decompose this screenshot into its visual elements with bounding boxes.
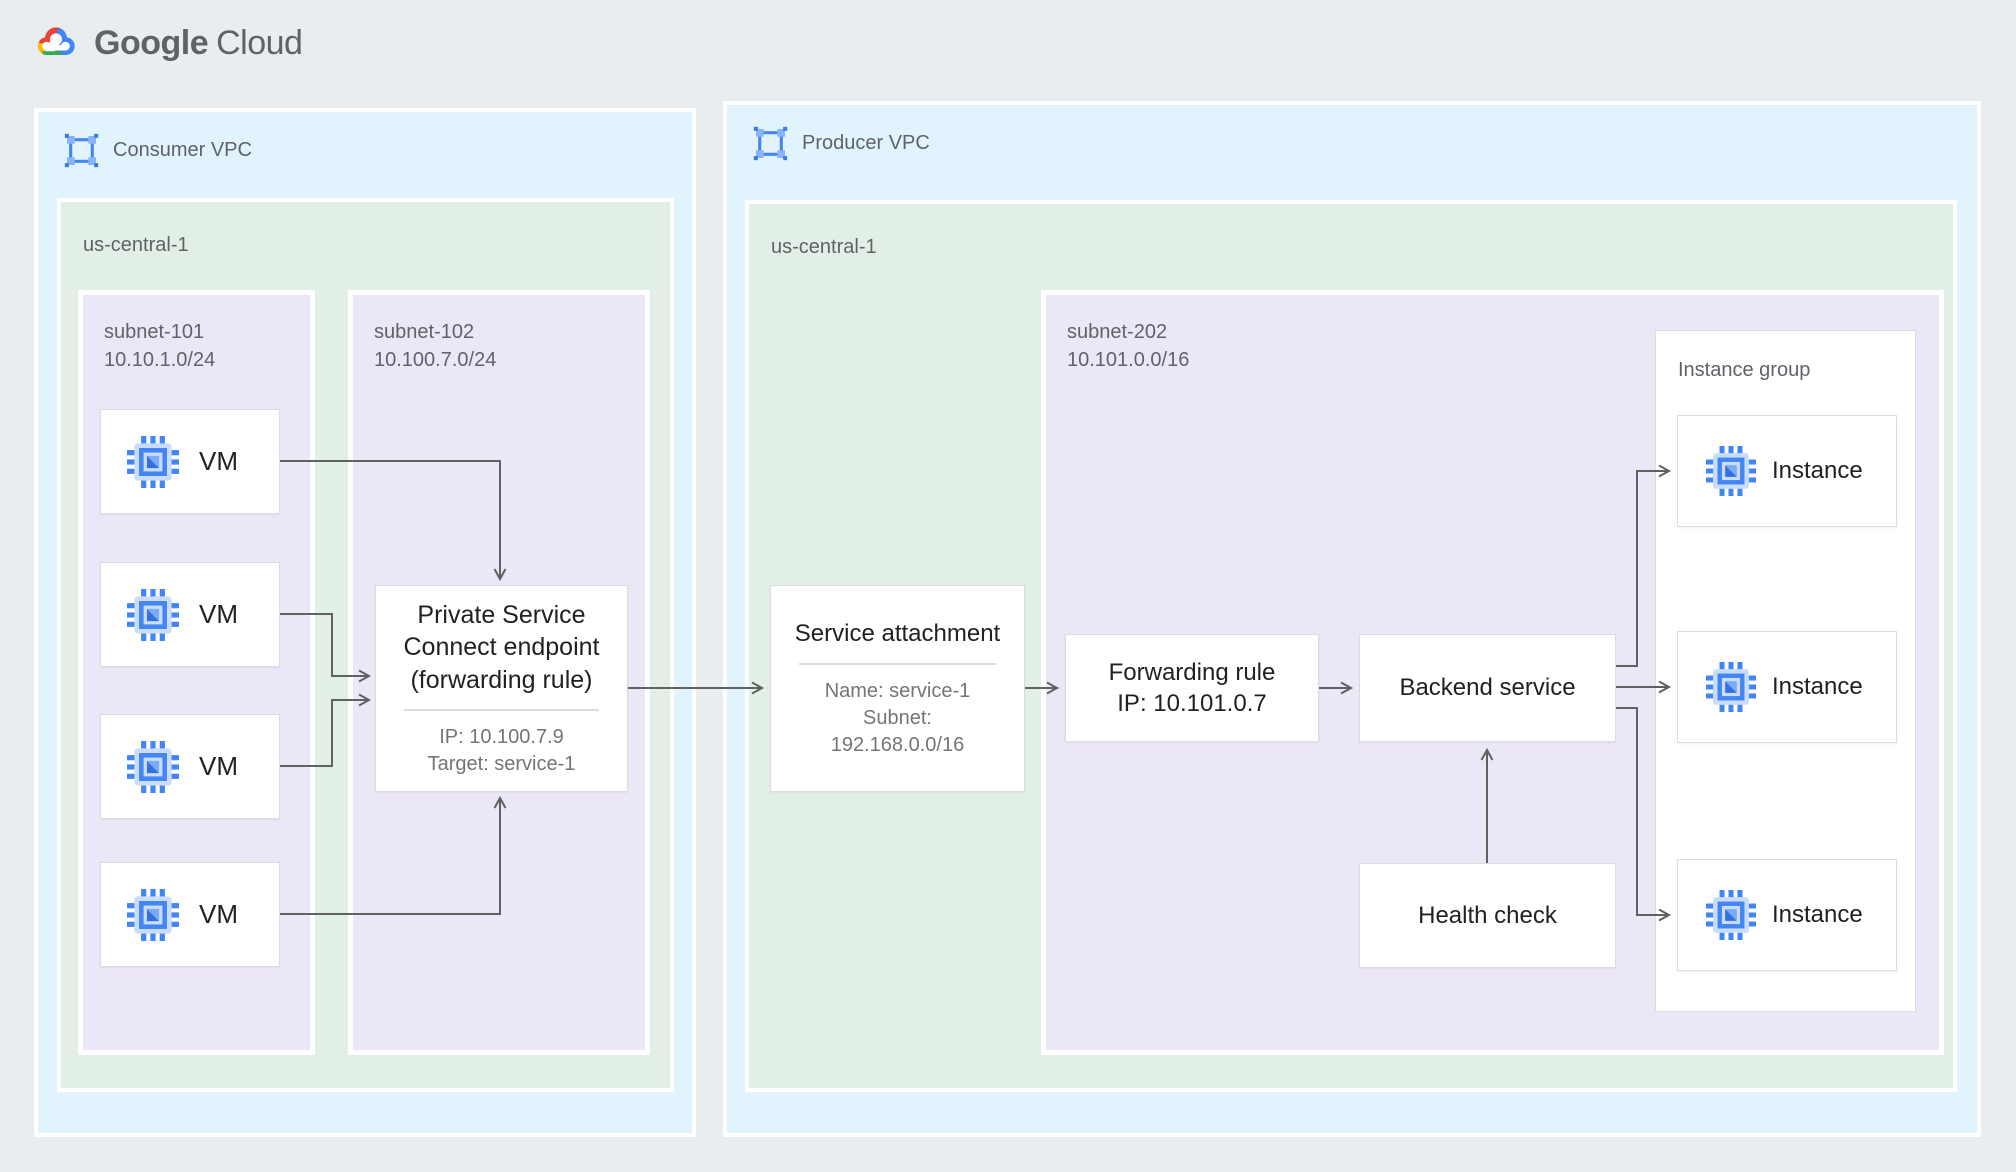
subnet-101-name: subnet-101 [104, 321, 205, 343]
google-cloud-icon [37, 27, 75, 55]
instance-label: Instance [1772, 901, 1863, 928]
forwarding-rule-node: Forwarding rule IP: 10.101.0.7 [1065, 634, 1319, 742]
vpc-icon [63, 132, 100, 169]
subnet-202-label: subnet-202 10.101.0.0/16 [1046, 295, 1939, 374]
compute-engine-icon [127, 436, 179, 488]
service-attachment-node: Service attachment Name: service-1 Subne… [770, 585, 1025, 792]
psc-title-line-2: Connect endpoint [403, 633, 600, 662]
instance-group-label: Instance group [1678, 359, 1811, 381]
subnet-202-name: subnet-202 [1067, 321, 1168, 343]
forwarding-rule-ip: IP: 10.101.0.7 [1117, 690, 1267, 717]
vm-node-2: VM [100, 562, 280, 667]
psc-endpoint-details: IP: 10.100.7.9 Target: service-1 [428, 724, 576, 778]
service-attachment-subnet-word: Subnet: [863, 706, 932, 729]
psc-title-line-1: Private Service [417, 600, 586, 629]
backend-service-title: Backend service [1399, 674, 1576, 702]
psc-endpoint-node: Private Service Connect endpoint (forwar… [375, 585, 628, 792]
instance-label: Instance [1772, 457, 1863, 484]
vm-label: VM [199, 599, 238, 629]
wordmark-google: Google [94, 23, 209, 62]
instance-node-3: Instance [1677, 859, 1897, 971]
producer-vpc-label: Producer VPC [802, 132, 930, 154]
backend-service-node: Backend service [1359, 634, 1616, 742]
service-attachment-title: Service attachment [794, 620, 1001, 648]
service-attachment-name: Name: service-1 [824, 679, 971, 702]
instance-node-1: Instance [1677, 415, 1897, 527]
health-check-title: Health check [1418, 901, 1557, 929]
consumer-region-label: us-central-1 [83, 234, 189, 256]
instance-node-2: Instance [1677, 631, 1897, 743]
vm-label: VM [199, 751, 238, 781]
compute-engine-icon [1706, 446, 1756, 496]
health-check-node: Health check [1359, 863, 1616, 968]
psc-title-line-3: (forwarding rule) [410, 665, 593, 694]
subnet-202-cidr: 10.101.0.0/16 [1067, 348, 1190, 371]
instance-label: Instance [1772, 673, 1863, 700]
vpc-icon [752, 125, 789, 162]
psc-endpoint-title: Private Service Connect endpoint (forwar… [404, 599, 600, 697]
service-attachment-subnet-cidr: 192.168.0.0/16 [830, 733, 965, 756]
compute-engine-icon [1706, 890, 1756, 940]
producer-vpc-header: Producer VPC [727, 105, 1977, 162]
producer-region-label: us-central-1 [771, 236, 877, 258]
wordmark-cloud: Cloud [216, 23, 303, 62]
subnet-102-label: subnet-102 10.100.7.0/24 [353, 295, 645, 374]
subnet-102-cidr: 10.100.7.0/24 [374, 348, 497, 371]
forwarding-rule-title: Forwarding rule [1108, 658, 1276, 686]
vm-label: VM [199, 446, 238, 476]
psc-target: Target: service-1 [427, 753, 576, 776]
subnet-101-cidr: 10.10.1.0/24 [104, 348, 216, 371]
vm-node-4: VM [100, 862, 280, 967]
divider [798, 662, 997, 665]
subnet-102-name: subnet-102 [374, 321, 475, 343]
subnet-101-label: subnet-101 10.10.1.0/24 [83, 295, 310, 374]
service-attachment-details: Name: service-1 Subnet: 192.168.0.0/16 [825, 678, 971, 759]
vm-node-3: VM [100, 714, 280, 819]
compute-engine-icon [1706, 662, 1756, 712]
divider [403, 709, 600, 712]
consumer-vpc-label: Consumer VPC [113, 139, 252, 161]
compute-engine-icon [127, 889, 179, 941]
compute-engine-icon [127, 589, 179, 641]
vm-node-1: VM [100, 409, 280, 514]
psc-ip: IP: 10.100.7.9 [439, 726, 564, 749]
compute-engine-icon [127, 741, 179, 793]
consumer-vpc-header: Consumer VPC [38, 112, 692, 169]
vm-label: VM [199, 899, 238, 929]
